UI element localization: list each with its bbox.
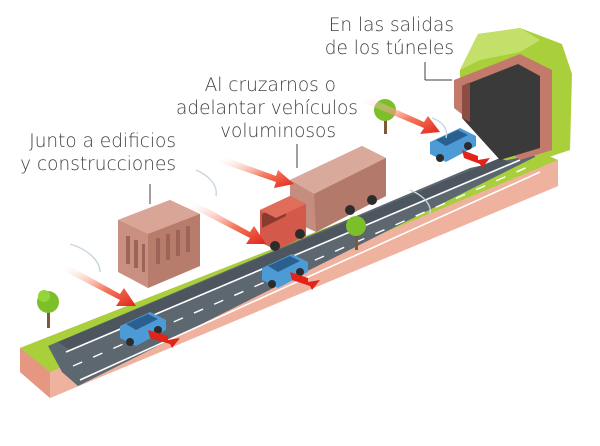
caption-buildings: Junto a edificios y construcciones bbox=[20, 130, 176, 176]
caption-line: de los túneles bbox=[324, 38, 454, 59]
truck-icon bbox=[260, 146, 386, 251]
caption-line: En las salidas bbox=[328, 15, 454, 36]
caption-line: adelantar vehículos bbox=[176, 98, 358, 119]
leader-lines bbox=[149, 62, 452, 204]
car-icon bbox=[120, 128, 476, 346]
tunnel-icon bbox=[454, 28, 572, 160]
caption-line: Al cruzarnos o bbox=[204, 75, 336, 96]
wind-lines bbox=[69, 117, 448, 273]
caption-line: y construcciones bbox=[20, 154, 176, 175]
caption-tunnel-exits: En las salidas de los túneles bbox=[296, 14, 454, 60]
caption-line: Junto a edificios bbox=[29, 131, 176, 152]
caption-line: voluminosos bbox=[220, 121, 336, 142]
caption-large-vehicles: Al cruzarnos o adelantar vehículos volum… bbox=[176, 74, 358, 143]
building-icon bbox=[118, 200, 200, 288]
wind-arrow-icon bbox=[62, 96, 490, 348]
